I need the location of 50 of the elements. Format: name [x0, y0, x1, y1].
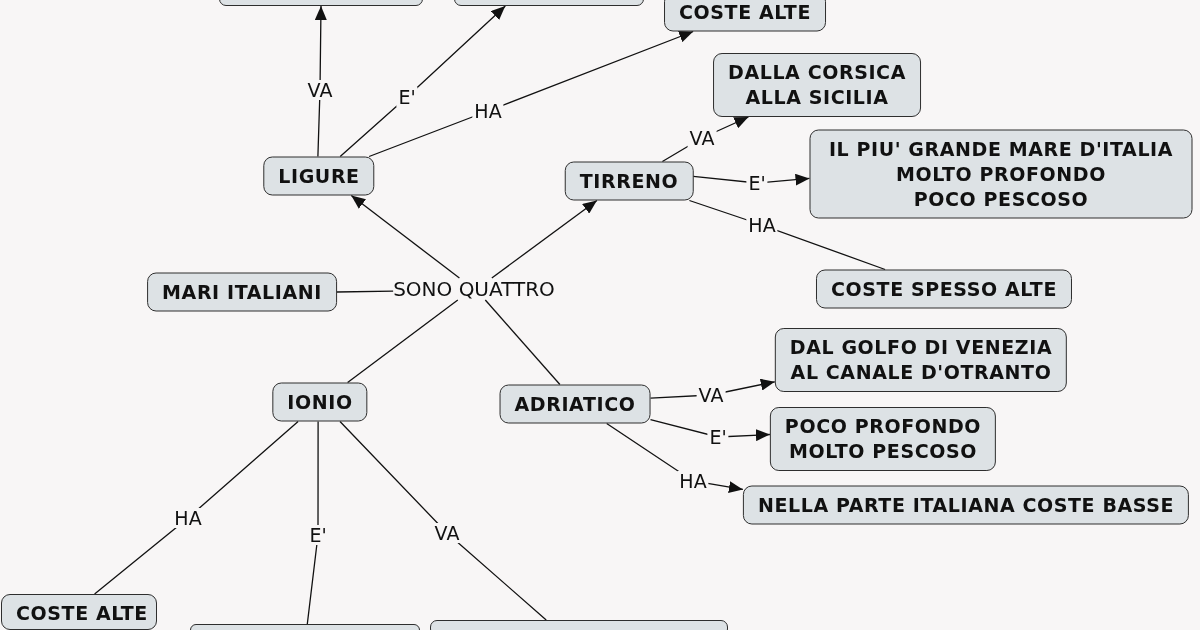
- arrow: [649, 418, 771, 442]
- concept-text: DAL GOLFO DI VENEZIA AL CANALE D'OTRANTO: [789, 335, 1053, 385]
- concept-box: [272, 382, 368, 422]
- arrow: [692, 173, 811, 186]
- edge-label: HA: [677, 471, 709, 491]
- concept-text: COSTE ALTE: [679, 0, 811, 25]
- concept-box: [1, 594, 157, 630]
- concept-text: COSTE SPESSO ALTE: [831, 276, 1057, 302]
- edge-label: E': [707, 427, 729, 447]
- linking-phrase: SONO QUATTRO: [393, 278, 555, 300]
- concept-box: [742, 485, 1190, 525]
- arrow: [350, 194, 461, 279]
- connector-line: [93, 420, 299, 595]
- arrow: [368, 30, 694, 158]
- concept-text: LIGURE: [278, 163, 360, 189]
- arrow: [491, 199, 598, 279]
- concept-text: TIRRENO: [579, 168, 679, 194]
- concept-box: [664, 0, 826, 32]
- connector-line: [339, 420, 547, 621]
- edge-label: HA: [472, 101, 504, 121]
- concept-box: [816, 269, 1072, 309]
- concept-box: [147, 272, 337, 312]
- concept-box: [769, 407, 997, 471]
- connector-line: [306, 420, 319, 625]
- connector-line: [336, 290, 394, 293]
- concept-text: MARI ITALIANI: [162, 279, 322, 305]
- concept-text: COSTE ALTE: [16, 601, 148, 626]
- edge-label: HA: [746, 215, 778, 235]
- concept-text: ADRIATICO: [514, 391, 636, 417]
- edge-label: VA: [696, 385, 726, 405]
- edge-label: VA: [432, 523, 462, 543]
- edge-label: VA: [305, 80, 335, 100]
- concept-box: [713, 53, 921, 117]
- arrow: [339, 5, 506, 158]
- connector-line: [346, 299, 459, 384]
- edge-label: E': [746, 173, 768, 193]
- concept-text: POCO PROFONDO MOLTO PESCOSO: [784, 414, 982, 464]
- concept-box: [263, 156, 375, 196]
- edge-label: VA: [687, 128, 717, 148]
- edge-label: HA: [172, 508, 204, 528]
- concept-box: [564, 161, 694, 201]
- concept-box: [809, 129, 1193, 219]
- edge-label: E': [396, 87, 418, 107]
- concept-box: [499, 384, 651, 424]
- concept-text: NELLA PARTE ITALIANA COSTE BASSE: [757, 492, 1175, 518]
- concept-text: IONIO: [287, 389, 353, 415]
- concept-box: [774, 328, 1068, 392]
- connector-line: [484, 299, 561, 386]
- concept-text: IL PIU' GRANDE MARE D'ITALIA MOLTO PROFONDO POCO PESCOSO: [828, 136, 1174, 212]
- concept-text: DALLA CORSICA ALLA SICILIA: [728, 60, 906, 110]
